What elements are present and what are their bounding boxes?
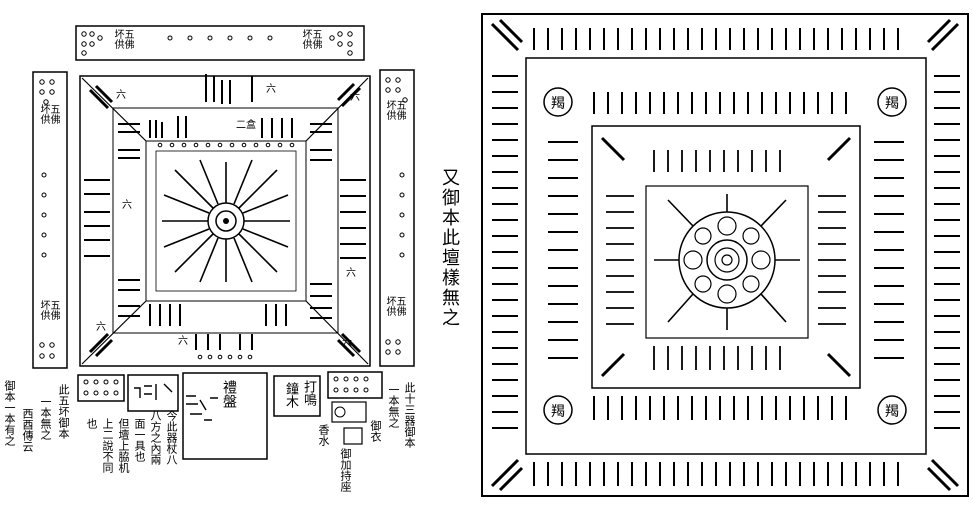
seat-label: 御加持座 [339, 448, 352, 492]
left-altar-diagram: 五佛 坏供 五佛 坏供 五佛 坏供 五佛 坏供 五佛 坏供 五佛 坏供 六 六 … [0, 0, 470, 510]
footnote-mid-5: 八方之內兩 [149, 410, 162, 465]
corner-mark-top-left: 六 [116, 90, 126, 101]
footnote-right-1: 此十三器御本 [403, 382, 416, 448]
beat-label: 打鳴 [301, 380, 316, 406]
corner-mark-bottom-edge: 六 [178, 336, 188, 347]
top-banner-right-label: 五佛 坏供 [300, 29, 321, 49]
corner-mark-top-edge: 六 [266, 84, 276, 95]
center-top-label: 二盒 [236, 120, 256, 131]
footnote-mid-1: 也 [85, 418, 98, 429]
caption: 又御本此壇樣無之 [439, 168, 460, 328]
top-banner-left-label: 五佛 坏供 [112, 29, 133, 49]
footnote-left-1: 御本一本有之 [3, 380, 16, 446]
incense-water-label: 香水 [317, 424, 330, 446]
footnote-mid-2: 上二說不同 [101, 418, 114, 473]
footnote-left-4: 此五坏御本 [57, 384, 70, 439]
right-altar-diagram: 羯 羯 羯 羯 [478, 0, 973, 510]
corner-mark-bottom-left: 六 [96, 322, 106, 333]
corner-mark-right-edge: 六 [346, 268, 356, 279]
left-banner-top-label: 五佛 坏供 [38, 104, 59, 124]
right-banner-bottom-label: 五佛 坏供 [384, 296, 405, 316]
left-altar-drawing [32, 25, 415, 460]
footnote-mid-3: 但壇上脇机 [117, 418, 130, 473]
left-banner-bottom-label: 五佛 坏供 [38, 300, 59, 320]
right-banner-top-label: 五佛 坏供 [384, 100, 405, 120]
corner-mark-top-right: 六 [350, 92, 360, 103]
corner-label-bottom-right: 羯 [885, 404, 899, 420]
corner-label-top-left: 羯 [551, 96, 565, 112]
corner-label-bottom-left: 羯 [551, 404, 565, 420]
footnote-mid-6: 今此器杖八 [165, 410, 178, 465]
footnote-mid-4: 面一具也 [133, 418, 146, 462]
corner-label-top-right: 羯 [885, 96, 899, 112]
footnote-left-3: 一本無之 [39, 396, 52, 440]
footnote-left-2: 西酉傳云 [21, 408, 34, 452]
corner-mark-bottom-right: 六 [342, 338, 352, 349]
bell-label: 鐘木 [283, 382, 298, 408]
ritual-plate-label: 禮盤 [221, 380, 237, 408]
footnote-right-2: 一本無之 [387, 384, 400, 428]
corner-mark-left-edge: 六 [122, 200, 132, 211]
right-altar-drawing [481, 13, 969, 497]
garment-label: 御衣 [369, 420, 382, 442]
